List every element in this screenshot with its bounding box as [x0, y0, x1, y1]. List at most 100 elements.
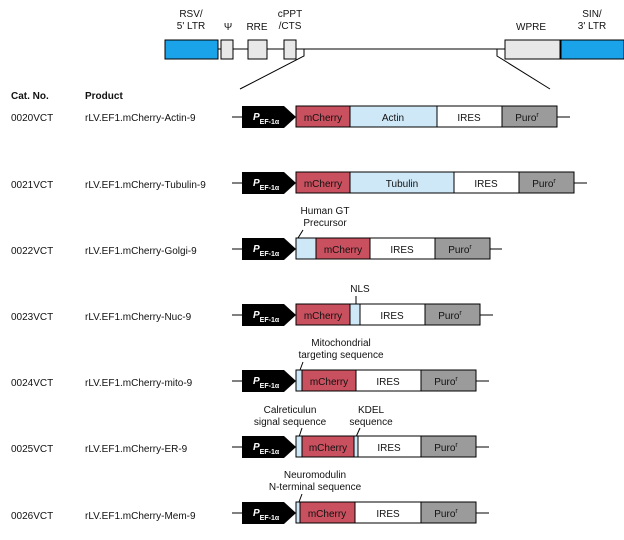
construct-row-actin: 0020VCT rLV.EF1.mCherry-Actin-9 PEF-1α m…	[11, 105, 570, 128]
promoter-arrow	[242, 304, 296, 326]
puro-segment	[434, 237, 491, 260]
label-line: KDEL	[358, 405, 385, 416]
puro-label: Puror	[532, 178, 556, 190]
mcherry-label: mCherry	[304, 179, 342, 190]
nls-annotation: NLS	[350, 284, 370, 295]
promoter-label: PEF-1α	[253, 178, 280, 192]
mcherry-label: mCherry	[310, 377, 348, 388]
puro-segment	[420, 501, 477, 524]
rre-label: RRE	[246, 22, 267, 33]
puro-segment	[501, 105, 558, 128]
ires-label: IRES	[376, 377, 400, 388]
label-line: Calreticulun	[264, 405, 317, 416]
puro-label: Puror	[438, 310, 462, 322]
kdel-segment	[353, 435, 359, 458]
product-name: rLV.EF1.mCherry-Tubulin-9	[85, 180, 206, 191]
cat-no: 0020VCT	[11, 113, 53, 124]
mcherry-label: mCherry	[324, 245, 362, 256]
cat-no-header: Cat. No.	[11, 91, 49, 102]
promoter-arrow	[242, 106, 296, 128]
wpre-label: WPRE	[516, 22, 546, 33]
promoter-label: PEF-1α	[253, 442, 280, 456]
ires-label: IRES	[380, 311, 404, 322]
promoter-arrow	[242, 502, 296, 524]
mcherry-label: mCherry	[304, 113, 342, 124]
sin-ltr-label: SIN/3' LTR	[578, 9, 606, 32]
label-line: SIN/	[582, 9, 602, 20]
product-name: rLV.EF1.mCherry-Actin-9	[85, 113, 196, 124]
golgi-pointer	[297, 229, 304, 239]
wpre-box	[504, 39, 561, 60]
ires-label: IRES	[474, 179, 498, 190]
insert-zoom-line-left	[239, 48, 305, 90]
puro-segment	[420, 369, 477, 392]
puro-label: Puror	[434, 376, 458, 388]
label-line: 5' LTR	[177, 21, 205, 32]
cat-no: 0023VCT	[11, 312, 53, 323]
ires-label: IRES	[377, 443, 401, 454]
psi-label: Ψ	[224, 22, 232, 33]
mito-pointer	[299, 361, 304, 371]
promoter-label: PEF-1α	[253, 508, 280, 522]
cppt-cts-label: cPPT/CTS	[278, 9, 302, 32]
label-line: signal sequence	[254, 417, 327, 428]
puro-label: Puror	[448, 244, 472, 256]
calreticulin-segment	[295, 435, 303, 458]
label-line: RSV/	[179, 9, 203, 20]
construct-row-tubulin: 0021VCT rLV.EF1.mCherry-Tubulin-9 PEF-1α…	[11, 171, 587, 194]
tubulin-label: Tubulin	[386, 179, 418, 190]
product-name: rLV.EF1.mCherry-ER-9	[85, 444, 188, 455]
puro-label: Puror	[434, 508, 458, 520]
product-name: rLV.EF1.mCherry-Golgi-9	[85, 246, 197, 257]
label-line: Neuromodulin	[284, 470, 346, 481]
cat-no: 0026VCT	[11, 511, 53, 522]
ires-label: IRES	[376, 509, 400, 520]
actin-label: Actin	[382, 113, 404, 124]
cppt-box	[283, 39, 297, 60]
mcherry-label: mCherry	[309, 443, 347, 454]
rre-box	[247, 39, 268, 60]
product-header: Product	[85, 91, 123, 102]
promoter-arrow	[242, 436, 296, 458]
rsv-ltr-label: RSV/5' LTR	[177, 9, 205, 32]
mito-targeting-segment	[295, 369, 303, 392]
label-line: /CTS	[279, 21, 302, 32]
cat-no: 0021VCT	[11, 180, 53, 191]
product-name: rLV.EF1.mCherry-Nuc-9	[85, 312, 192, 323]
cat-no: 0025VCT	[11, 444, 53, 455]
ires-label: IRES	[457, 113, 481, 124]
psi-box	[220, 39, 234, 60]
label-line: 3' LTR	[578, 21, 606, 32]
label-line: Human GT	[301, 206, 350, 217]
promoter-label: PEF-1α	[253, 112, 280, 126]
sin-ltr-box	[560, 39, 624, 60]
puro-label: Puror	[515, 112, 539, 124]
promoter-label: PEF-1α	[253, 244, 280, 258]
label-line: Precursor	[303, 218, 347, 229]
puro-segment	[424, 303, 481, 326]
construct-row-nuc: NLS 0023VCT rLV.EF1.mCherry-Nuc-9 PEF-1α…	[11, 284, 493, 326]
insert-zoom-line-right	[496, 48, 551, 90]
cat-no: 0024VCT	[11, 378, 53, 389]
puro-label: Puror	[434, 442, 458, 454]
neuromodulin-segment	[295, 501, 301, 524]
gt-precursor-segment	[295, 237, 317, 260]
product-name: rLV.EF1.mCherry-mito-9	[85, 378, 193, 389]
ires-label: IRES	[390, 245, 414, 256]
label-line: cPPT	[278, 9, 302, 20]
mcherry-label: mCherry	[304, 311, 342, 322]
puro-segment	[518, 171, 575, 194]
promoter-label: PEF-1α	[253, 310, 280, 324]
rsv-ltr-box	[164, 39, 219, 60]
label-line: sequence	[349, 417, 393, 428]
cat-no: 0022VCT	[11, 246, 53, 257]
nls-segment	[349, 303, 361, 326]
